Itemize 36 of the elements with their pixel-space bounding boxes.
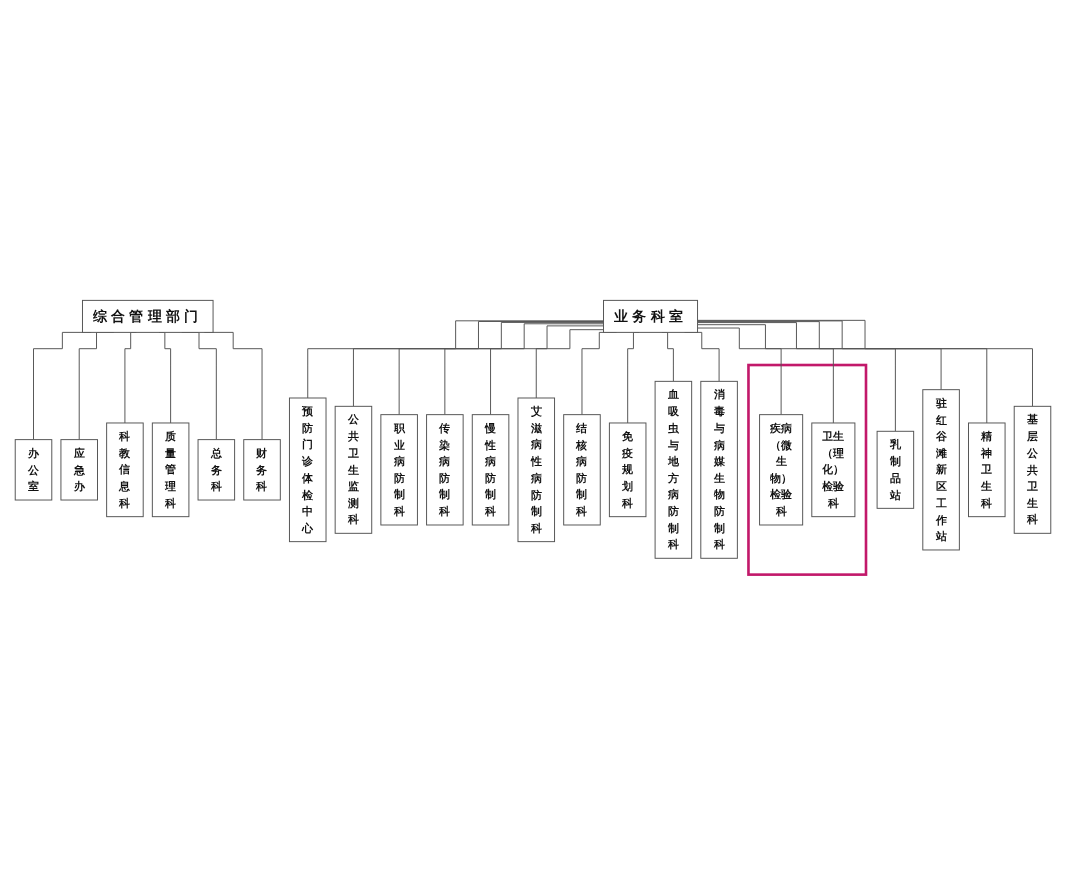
node-box: 卫生（理化）检验科	[811, 422, 856, 518]
node-box: 预防门诊体检中心	[288, 397, 327, 543]
connector	[444, 323, 604, 416]
node-box: 艾滋病性病防制科	[517, 397, 556, 543]
node-box: 总务科	[197, 439, 236, 501]
node-box: 财务科	[243, 439, 281, 501]
node-box: 公共卫生监测科	[334, 405, 373, 534]
node-box: 综合管理部门	[82, 299, 214, 333]
connector	[398, 321, 604, 416]
node-box: 免疫规划科	[608, 422, 647, 518]
node-box: 质量管理科	[151, 422, 190, 518]
cluster	[747, 363, 868, 576]
node-box: 精神卫生科	[968, 422, 1006, 518]
node-box: 乳制品站	[876, 430, 915, 509]
connector	[697, 322, 896, 432]
node-box: 传染病防制科	[426, 414, 464, 526]
node-box: 应急办	[60, 439, 98, 501]
node-box: 消毒与病媒生物防制科	[700, 380, 738, 559]
node-box: 科教信息科	[106, 422, 144, 518]
node-box: 疾病（微生物）检验科	[759, 414, 804, 526]
connector	[697, 319, 1033, 407]
connector	[490, 325, 604, 416]
connector	[697, 320, 988, 424]
node-box: 基层公共卫生科	[1013, 405, 1052, 534]
connector	[697, 327, 782, 416]
connector	[307, 320, 604, 399]
node-box: 血吸虫与地方病防制科	[654, 380, 693, 559]
node-box: 业务科室	[603, 299, 699, 333]
connector	[352, 321, 604, 407]
node-box: 办公室	[14, 439, 53, 501]
connector	[697, 324, 834, 424]
node-box: 结核病防制科	[563, 414, 601, 526]
node-box: 驻红谷滩新区工作站	[922, 389, 960, 551]
node-box: 慢性病防制科	[471, 414, 510, 526]
connector	[535, 329, 604, 399]
node-box: 职业病防制科	[380, 414, 418, 526]
